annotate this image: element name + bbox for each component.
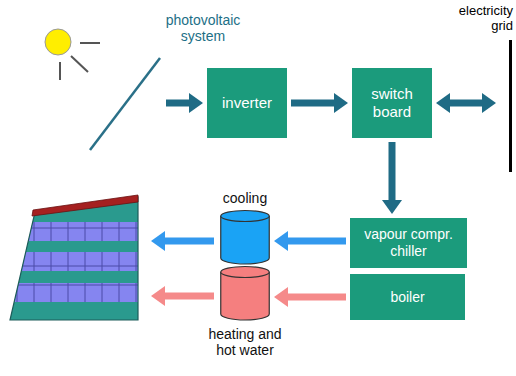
box-label: switch board <box>358 85 426 121</box>
sun-ray <box>71 56 88 72</box>
flow-arrow <box>291 100 334 107</box>
sun-ray <box>59 62 61 80</box>
box-label: vapour compr. chiller <box>356 226 461 260</box>
process-box: inverter <box>207 68 287 138</box>
tank-body <box>221 216 270 264</box>
storage-tank-shape <box>220 266 270 320</box>
flow-arrow <box>450 100 482 107</box>
grid-bar-shape <box>500 40 513 172</box>
flow-arrow <box>288 238 346 245</box>
sun-ray <box>80 42 100 44</box>
node-heading: heating and hot water <box>199 326 291 358</box>
building <box>0 190 150 330</box>
storage-tank-shape <box>220 210 270 264</box>
window-row <box>0 222 150 241</box>
storage-tank: cooling <box>220 210 270 264</box>
pv-panel-line <box>90 58 160 150</box>
building-roof <box>32 195 138 216</box>
box-label: boiler <box>390 289 424 306</box>
flow-arrow <box>288 294 346 301</box>
process-box: boiler <box>350 274 465 320</box>
cooling-supply-arrow <box>165 238 214 245</box>
heating-supply-arrow <box>165 293 214 300</box>
pv-panel-shape <box>88 56 162 152</box>
box-label: inverter <box>222 94 272 112</box>
node-heading: electricity grid <box>441 4 513 34</box>
window-row <box>0 283 150 302</box>
process-box: switch board <box>352 68 432 138</box>
sun <box>45 29 71 55</box>
tank-top <box>221 267 270 278</box>
node-heading: cooling <box>199 190 291 206</box>
storage-tank: heating and hot water <box>220 266 270 320</box>
tank-body <box>221 272 270 320</box>
tank-top <box>221 211 270 222</box>
flow-arrow <box>389 142 396 200</box>
building-outline <box>10 197 138 320</box>
grid-bar: electricity grid <box>500 40 513 172</box>
building-wall <box>0 190 150 330</box>
node-heading: photovoltaic system <box>158 12 248 44</box>
grid-line <box>509 40 512 172</box>
pv-panel: photovoltaic system <box>88 56 162 152</box>
process-box: vapour compr. chiller <box>350 218 467 268</box>
flow-arrow <box>166 100 189 107</box>
